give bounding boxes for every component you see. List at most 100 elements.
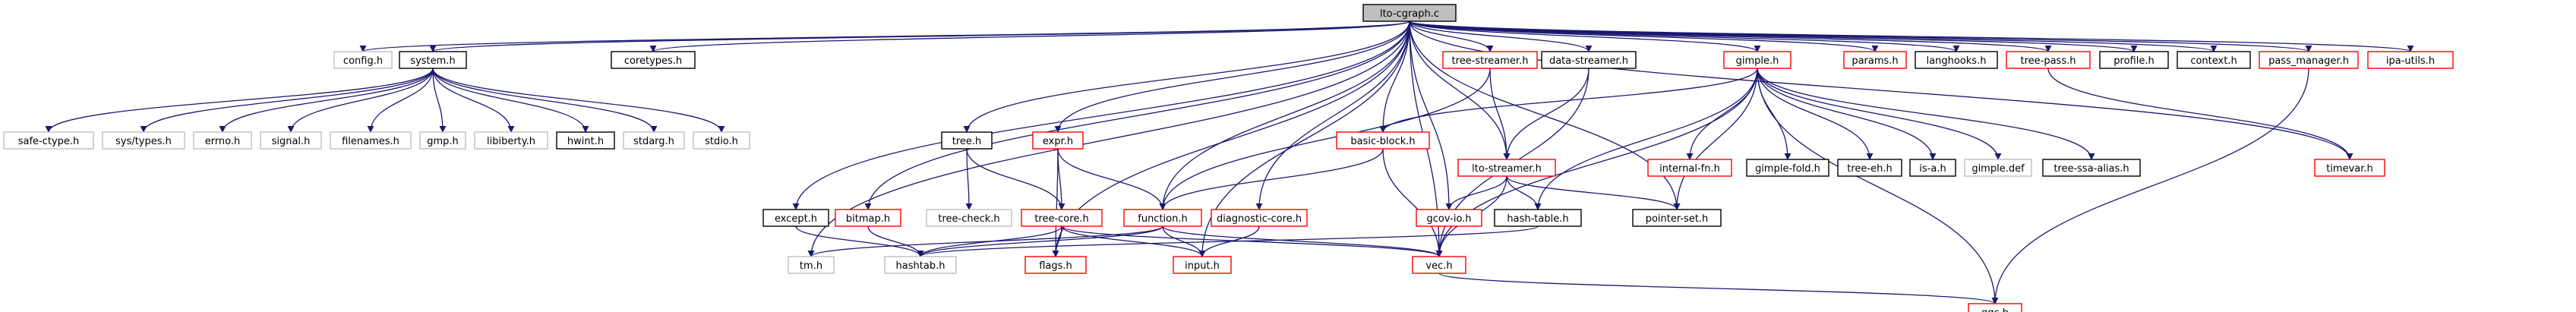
node-box <box>1457 159 1556 177</box>
node-box <box>419 131 466 150</box>
node-hashtab[interactable]: hashtab.h <box>884 256 957 274</box>
node-tree-streamer[interactable]: tree-streamer.h <box>1442 51 1538 69</box>
node-pass_manager[interactable]: pass_manager.h <box>2259 51 2359 69</box>
node-box <box>788 256 835 274</box>
node-label: basic-block.h <box>1350 136 1415 147</box>
node-box <box>333 51 393 69</box>
node-input[interactable]: input.h <box>1173 256 1232 274</box>
node-gimple-def[interactable]: gimple.def <box>1964 159 2032 177</box>
node-params[interactable]: params.h <box>1843 51 1907 69</box>
node-langhooks[interactable]: langhooks.h <box>1915 51 1998 69</box>
node-data-streamer[interactable]: data-streamer.h <box>1541 51 1637 69</box>
edge-lto-cgraph-to-system <box>429 20 1410 52</box>
edge-gimple-to-hash-table <box>1534 68 1758 210</box>
node-internal-fn[interactable]: internal-fn.h <box>1647 159 1732 177</box>
node-gmp[interactable]: gmp.h <box>419 131 466 150</box>
node-box <box>1494 209 1582 227</box>
edge-system-to-errno <box>219 68 434 133</box>
node-system[interactable]: system.h <box>399 51 467 69</box>
edge-function-to-hashtab <box>917 225 1163 257</box>
node-basic-block[interactable]: basic-block.h <box>1336 131 1430 150</box>
edge-lto-cgraph-to-lto-streamer <box>1409 20 1511 160</box>
node-tree-ssa-alias[interactable]: tree-ssa-alias.h <box>2042 159 2141 177</box>
node-filenames[interactable]: filenames.h <box>330 131 412 150</box>
edge-gimple-to-is-a <box>1757 68 1937 160</box>
node-signal[interactable]: signal.h <box>260 131 322 150</box>
node-stdarg[interactable]: stdarg.h <box>623 131 685 150</box>
node-label: except.h <box>775 213 817 225</box>
node-function[interactable]: function.h <box>1123 209 1202 227</box>
edge-bitmap-to-hashtab <box>867 225 924 257</box>
edge-gimple-to-tree-ssa-alias <box>1757 68 2095 160</box>
node-hash-table[interactable]: hash-table.h <box>1494 209 1582 227</box>
node-box <box>1024 256 1087 274</box>
node-lto-cgraph[interactable]: lto-cgraph.c <box>1362 4 1457 22</box>
node-box <box>2177 51 2251 69</box>
edge-hash-table-to-hashtab <box>917 225 1539 257</box>
node-tree-eh[interactable]: tree-eh.h <box>1837 159 1902 177</box>
node-box <box>1746 159 1829 177</box>
node-hwint[interactable]: hwint.h <box>556 131 615 150</box>
node-safe-ctype[interactable]: safe-ctype.h <box>3 131 94 150</box>
edge-lto-cgraph-to-context <box>1409 20 2218 52</box>
node-lto-streamer[interactable]: lto-streamer.h <box>1457 159 1556 177</box>
node-box <box>2367 51 2454 69</box>
node-label: errno.h <box>205 136 241 147</box>
node-config[interactable]: config.h <box>333 51 393 69</box>
node-label: ipa-utils.h <box>2386 55 2435 67</box>
node-box <box>330 131 412 150</box>
edge-vec-to-ggc <box>1438 273 1999 304</box>
node-box <box>1541 51 1637 69</box>
node-vec[interactable]: vec.h <box>1412 256 1466 274</box>
node-is-a[interactable]: is-a.h <box>1909 159 1956 177</box>
node-expr[interactable]: expr.h <box>1032 131 1084 150</box>
node-gcov-io[interactable]: gcov-io.h <box>1416 209 1482 227</box>
edge-system-to-hwint <box>432 68 589 133</box>
node-box <box>260 131 322 150</box>
node-gimple-fold[interactable]: gimple-fold.h <box>1746 159 1829 177</box>
node-libiberty[interactable]: libiberty.h <box>474 131 548 150</box>
node-pointer-set[interactable]: pointer-set.h <box>1632 209 1722 227</box>
node-ggc[interactable]: ggc.h <box>1968 303 2022 312</box>
node-tree-pass[interactable]: tree-pass.h <box>2006 51 2091 69</box>
node-tree-check[interactable]: tree-check.h <box>926 209 1012 227</box>
node-bitmap[interactable]: bitmap.h <box>835 209 901 227</box>
node-errno[interactable]: errno.h <box>193 131 252 150</box>
node-context[interactable]: context.h <box>2177 51 2251 69</box>
node-box <box>193 131 252 150</box>
edge-lto-cgraph-to-tree <box>963 20 1410 133</box>
node-box <box>2259 51 2359 69</box>
node-box <box>1412 256 1466 274</box>
node-sys-types[interactable]: sys/types.h <box>102 131 185 150</box>
node-label: gimple-fold.h <box>1755 163 1820 175</box>
node-label: signal.h <box>272 136 311 147</box>
node-label: expr.h <box>1043 136 1073 147</box>
node-label: filenames.h <box>342 136 399 147</box>
node-box <box>1362 4 1457 22</box>
node-label: libiberty.h <box>487 136 535 147</box>
node-timevar[interactable]: timevar.h <box>2314 159 2385 177</box>
edge-lto-cgraph-to-langhooks <box>1409 20 1960 52</box>
node-flags[interactable]: flags.h <box>1024 256 1087 274</box>
node-gimple[interactable]: gimple.h <box>1723 51 1792 69</box>
node-tree-core[interactable]: tree-core.h <box>1021 209 1103 227</box>
edge-lto-cgraph-to-timevar <box>1409 20 2353 160</box>
node-tree[interactable]: tree.h <box>941 131 993 150</box>
edge-system-to-filenames <box>367 68 434 133</box>
edge-lto-streamer-to-pointer-set <box>1506 175 1681 210</box>
node-diagnostic-core[interactable]: diagnostic-core.h <box>1211 209 1308 227</box>
node-box <box>3 131 94 150</box>
node-profile[interactable]: profile.h <box>2099 51 2169 69</box>
node-coretypes[interactable]: coretypes.h <box>611 51 696 69</box>
node-tm[interactable]: tm.h <box>788 256 835 274</box>
edge-lto-cgraph-to-diagnostic-core <box>1255 20 1410 210</box>
node-box <box>1021 209 1103 227</box>
edge-lto-cgraph-to-expr <box>1054 20 1410 133</box>
edge-tree-core-to-input <box>1061 225 1206 257</box>
node-ipa-utils[interactable]: ipa-utils.h <box>2367 51 2454 69</box>
node-label: lto-streamer.h <box>1472 163 1542 175</box>
node-stdio[interactable]: stdio.h <box>693 131 750 150</box>
node-except[interactable]: except.h <box>762 209 829 227</box>
node-box <box>1723 51 1792 69</box>
node-label: profile.h <box>2114 55 2154 67</box>
